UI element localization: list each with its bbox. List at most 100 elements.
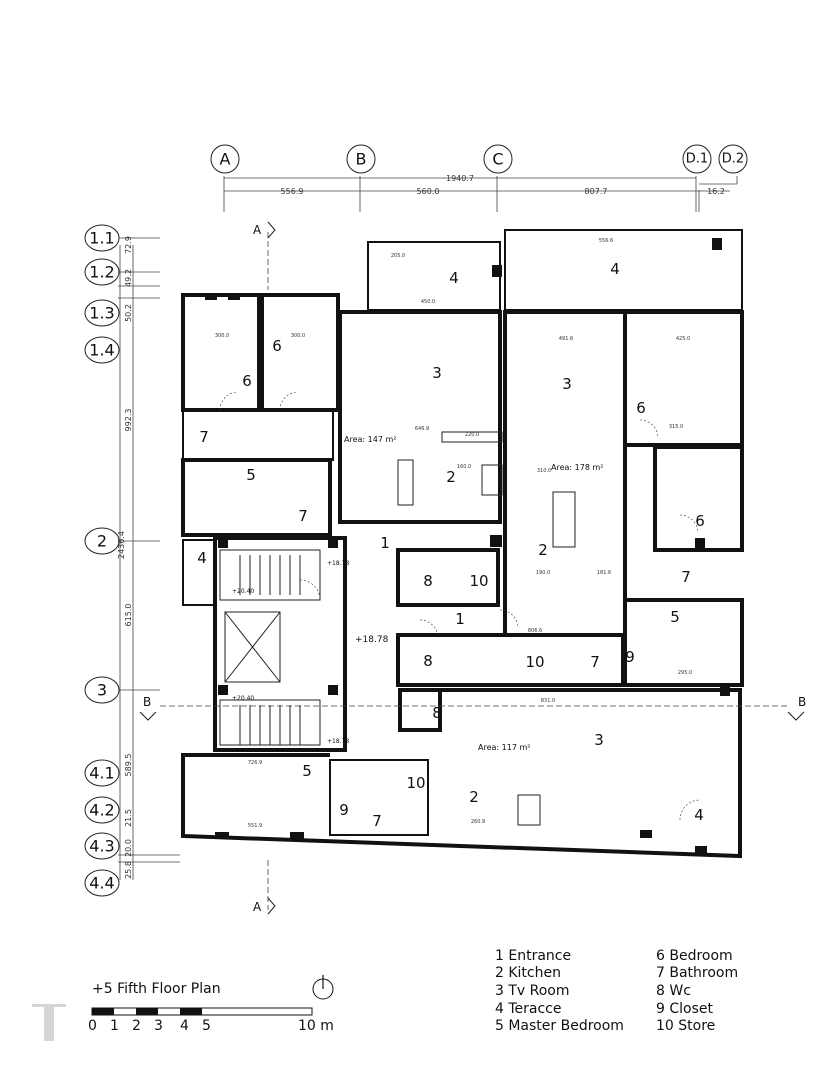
- room-tag: 4: [449, 269, 459, 287]
- room-tag: 6: [695, 512, 705, 530]
- grid-label: 3: [97, 681, 107, 700]
- room-tag: 7: [681, 568, 691, 586]
- room-tag: 5: [670, 608, 680, 626]
- room-tag: 7: [199, 428, 209, 446]
- dim-text: 1940.7: [446, 174, 474, 183]
- north-arrow-icon: [312, 975, 334, 1000]
- dim-text: 646.9: [415, 426, 429, 432]
- dim-text: 806.6: [528, 628, 542, 634]
- legend-item: 8 Wc: [656, 983, 691, 999]
- scale-tick: 2: [132, 1018, 141, 1034]
- level-mark: +18.78: [327, 738, 349, 745]
- dim-text: 831.0: [541, 698, 555, 704]
- room-tag: 4: [610, 260, 620, 278]
- legend-item: 2 Kitchen: [495, 965, 561, 981]
- room-tag: 5: [246, 466, 256, 484]
- dim-text: 220.0: [465, 432, 479, 438]
- room-tag: 2: [469, 788, 479, 806]
- left-grid: 1.1 1.2 1.3 1.4 2 3 4.1 4.2 4.3 4.4 2436…: [84, 224, 180, 897]
- plan-title: +5 Fifth Floor Plan: [92, 981, 221, 997]
- grid-label: C: [492, 150, 503, 169]
- scale-bar: 0 1 2 3 4 5 10 m: [88, 1007, 334, 1034]
- grid-bubble-b: [346, 144, 376, 174]
- grid-bubble-c: [483, 144, 513, 174]
- legend: 1 Entrance 2 Kitchen 3 Tv Room 4 Teracce…: [495, 948, 738, 1034]
- room-tag: 9: [339, 801, 349, 819]
- grid-label: D.1: [686, 152, 708, 167]
- grid-label: 4.4: [89, 874, 114, 893]
- room-tag: 1: [380, 534, 390, 552]
- dim-text: 181.6: [597, 570, 611, 576]
- room-tag: 6: [242, 372, 252, 390]
- room-tag: 8: [423, 652, 433, 670]
- room-tag: 4: [694, 806, 704, 824]
- grid-bubble-d1: [682, 144, 712, 174]
- grid-label: 2: [97, 532, 107, 551]
- room-tag: 10: [525, 653, 544, 671]
- room-tag: 4: [197, 549, 207, 567]
- section-label: B: [798, 695, 806, 709]
- scale-tick: 0: [88, 1018, 97, 1034]
- room-dimensions: 556.6 450.0 205.0 300.0 300.0 646.9 491.…: [215, 238, 692, 829]
- legend-item: 9 Closet: [656, 1001, 713, 1017]
- grid-label: 1.3: [89, 304, 114, 323]
- dim-text: 300.0: [215, 333, 229, 339]
- scale-tick: 3: [154, 1018, 163, 1034]
- grid-bubble-d2: [718, 144, 748, 174]
- dim-text: 50.2: [124, 304, 133, 322]
- dim-text: 205.0: [391, 253, 405, 259]
- room-tag: 2: [446, 468, 456, 486]
- top-grid: A B C D.1 D.2 1940.7 556.9 560.0 807.7 1…: [210, 144, 748, 212]
- dim-text: 295.0: [678, 670, 692, 676]
- stair-treads: [239, 555, 301, 745]
- dim-text: 315.0: [669, 424, 683, 430]
- level-mark: +18.78: [355, 635, 389, 645]
- dim-text: 726.9: [248, 760, 262, 766]
- dim-text: 807.7: [585, 187, 608, 196]
- row-bubbles: 1.1 1.2 1.3 1.4 2 3 4.1 4.2 4.3 4.4: [84, 224, 120, 897]
- dim-text: 20.0: [124, 839, 133, 857]
- walls: [181, 229, 744, 859]
- level-mark: +20.40: [232, 588, 254, 595]
- grid-label: A: [220, 150, 231, 169]
- room-tag: 8: [423, 572, 433, 590]
- legend-item: 7 Bathroom: [656, 965, 738, 981]
- room-tag: 3: [432, 364, 442, 382]
- dim-text: 21.5: [124, 809, 133, 827]
- dim-text: 556.6: [599, 238, 613, 244]
- grid-bubble-a: [210, 144, 240, 174]
- dim-text: 2436.4: [117, 531, 126, 559]
- room-tag: 2: [538, 541, 548, 559]
- area-label: Area: 178 m²: [551, 463, 603, 472]
- scale-end: 10 m: [298, 1018, 334, 1034]
- room-tag: 7: [372, 812, 382, 830]
- dim-text: 615.0: [124, 604, 133, 627]
- dim-text: 556.9: [281, 187, 304, 196]
- area-label: Area: 147 m²: [344, 435, 396, 444]
- room-tag: 5: [302, 762, 312, 780]
- dim-text: 260.9: [471, 819, 485, 825]
- grid-label: 1.1: [89, 229, 114, 248]
- dim-text: 160.0: [457, 464, 471, 470]
- section-marks: A A B B: [139, 221, 806, 915]
- legend-item: 4 Teracce: [495, 1001, 562, 1017]
- grid-label: 1.2: [89, 263, 114, 282]
- legend-item: 5 Master Bedroom: [495, 1018, 624, 1034]
- legend-item: 6 Bedroom: [656, 948, 733, 964]
- dining-table: [397, 431, 576, 826]
- columns: [205, 238, 730, 854]
- scale-tick: 1: [110, 1018, 119, 1034]
- dim-text: 190.0: [536, 570, 550, 576]
- dim-text: 310.0: [537, 468, 551, 474]
- section-label: B: [143, 695, 151, 709]
- dim-text: 589.5: [124, 754, 133, 777]
- scale-tick: 5: [202, 1018, 211, 1034]
- grid-label: D.2: [722, 152, 744, 167]
- level-mark: +18.78: [327, 560, 349, 567]
- dim-text: 49.2: [124, 269, 133, 287]
- room-tag: 10: [469, 572, 488, 590]
- dim-text: 560.0: [417, 187, 440, 196]
- dim-text: 72.9: [124, 236, 133, 254]
- room-tag: 6: [636, 399, 646, 417]
